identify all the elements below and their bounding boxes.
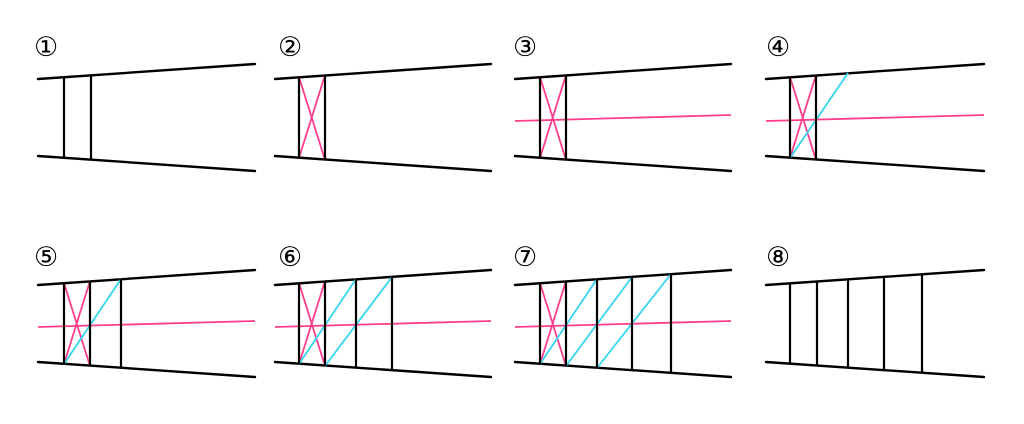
midline [514,114,732,122]
bottom-edge-line [513,360,733,379]
diagonal-line-b [298,280,326,365]
step-2-panel: ② [273,32,493,173]
projection-line-2 [324,276,393,367]
top-edge-line [273,268,493,287]
step-3-panel: ③ [513,32,733,173]
bottom-edge-line [36,360,257,379]
midline [37,320,256,328]
top-edge-line [513,62,733,81]
top-edge-line [513,268,733,287]
step-3-number: ③ [513,32,537,63]
step-5-panel: ⑤ [34,242,257,379]
diagonal-line-b [63,280,91,365]
step-7-panel: ⑦ [513,242,733,379]
step-1-panel: ① [34,32,257,173]
top-edge-line [36,268,257,287]
projection-line-1 [539,278,598,365]
step-1-number: ① [34,32,58,63]
diagonal-line-b [789,74,817,159]
top-edge-line [36,62,257,81]
top-edge-line [764,62,986,81]
projection-line-3 [596,273,672,369]
bottom-edge-line [273,360,493,379]
top-edge-line [764,268,986,287]
bottom-edge-line [513,154,733,173]
projection-line-1 [63,278,122,365]
step-7-number: ⑦ [513,242,537,273]
step-8-panel: ⑧ [764,242,986,379]
midline [274,320,492,328]
bottom-edge-line [36,154,257,173]
diagonal-line-b [539,280,567,365]
step-6-panel: ⑥ [273,242,493,379]
projection-line-2 [565,276,633,367]
step-4-panel: ④ [764,32,986,173]
bottom-edge-line [764,360,986,379]
step-8-number: ⑧ [766,242,790,273]
midline [765,114,985,122]
projection-line-1 [789,72,849,159]
step-2-number: ② [278,32,302,63]
top-edge-line [273,62,493,81]
step-6-number: ⑥ [278,242,302,273]
step-5-number: ⑤ [34,242,58,273]
bottom-edge-line [764,154,986,173]
step-4-number: ④ [766,32,790,63]
diagonal-line-b [298,74,326,159]
projection-line-1 [298,278,357,365]
midline [514,320,732,328]
diagonal-line-b [539,74,567,159]
bottom-edge-line [273,154,493,173]
